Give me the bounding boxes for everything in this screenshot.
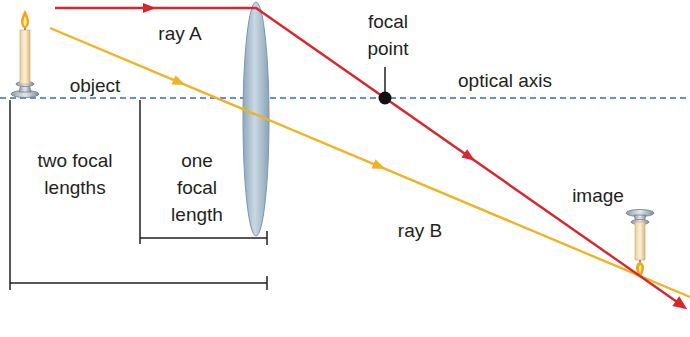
optical-axis-line — [0, 97, 690, 99]
image-label: image — [572, 182, 624, 209]
ray-arrow — [372, 159, 388, 173]
object-label: object — [70, 72, 121, 99]
dimension-label: one focal length — [162, 147, 232, 228]
ray-b — [50, 28, 690, 297]
ray-arrow — [143, 3, 156, 13]
ray-a — [55, 3, 690, 314]
ray-arrow — [461, 149, 477, 165]
image-candle — [626, 210, 654, 279]
leader-line — [384, 67, 386, 92]
ray-arrow — [172, 75, 188, 89]
bracket-line — [139, 100, 141, 244]
bracket-line — [266, 231, 268, 245]
bracket-line — [9, 100, 11, 290]
focal-point-label: focal point — [357, 8, 419, 62]
axis-label: optical axis — [458, 67, 552, 94]
bracket-line — [266, 276, 268, 290]
object-candle — [11, 10, 39, 98]
ray-label: ray B — [398, 217, 442, 244]
focal-length-brackets — [10, 100, 267, 290]
focal-point-dot — [379, 92, 392, 105]
ray-line — [55, 8, 680, 304]
ray-line — [50, 28, 690, 297]
bracket-line — [140, 237, 267, 239]
ray-arrow — [672, 296, 690, 314]
bracket-line — [10, 282, 267, 284]
dimension-label: two focal lengths — [38, 147, 113, 201]
ray-label: ray A — [158, 20, 201, 47]
